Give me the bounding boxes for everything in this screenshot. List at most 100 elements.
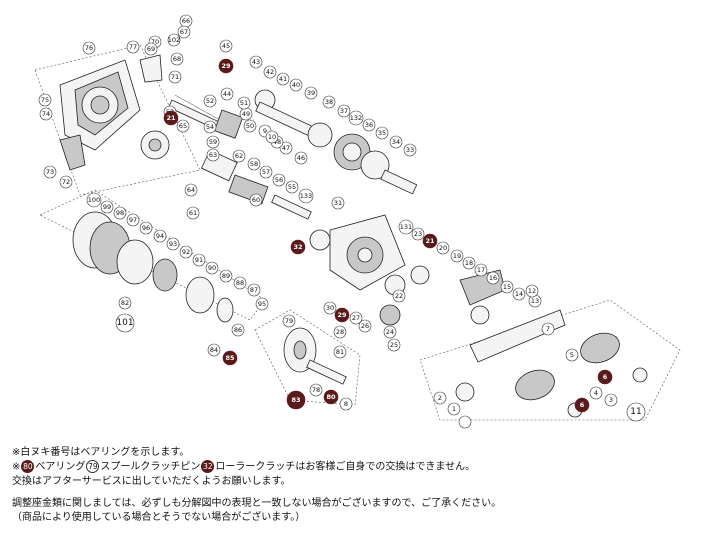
part-label: 30 (326, 304, 334, 312)
part-label: 52 (206, 97, 214, 105)
part-label: 99 (103, 203, 111, 211)
part-label: 3 (609, 396, 613, 404)
note-after-service: 交換はアフターサービスに出していただくようお願いします。 (12, 475, 291, 487)
part-label: 48 (273, 138, 281, 146)
part-label: 69 (147, 45, 155, 53)
part-label: 96 (142, 224, 150, 232)
part-label: 22 (395, 292, 403, 300)
part-label: 64 (187, 186, 195, 194)
part-label: 81 (336, 348, 344, 356)
spool-illustration (72, 211, 234, 323)
clutch-group-outline (254, 309, 361, 406)
part-label: 15 (503, 283, 511, 291)
part-label: 4 (594, 389, 598, 397)
part-label: 98 (116, 209, 124, 217)
part-label: 70 (151, 38, 159, 46)
part-label: 133 (300, 192, 312, 200)
highlighted-part-label: 21 (166, 114, 176, 122)
part-label: 88 (236, 279, 244, 287)
part-label: 42 (266, 68, 274, 76)
part-label: 25 (390, 341, 398, 349)
part-label: 72 (62, 178, 70, 186)
highlighted-part-label: 6 (580, 401, 585, 409)
part-label: 1 (452, 405, 456, 413)
part-label: 27 (352, 314, 360, 322)
highlighted-part-label: 6 (603, 373, 608, 381)
part-label: 73 (46, 168, 54, 176)
part-label: 95 (258, 300, 266, 308)
part-label: 92 (182, 248, 190, 256)
highlighted-part-label: 29 (221, 62, 231, 70)
part-label: 75 (41, 96, 49, 104)
part-label: 12 (528, 287, 536, 295)
part-label: 49 (242, 110, 250, 118)
part-label: 44 (223, 90, 231, 98)
part-label: 13 (531, 297, 539, 305)
part-label: 51 (240, 99, 248, 107)
handle-group-outline (419, 299, 681, 421)
part-label: 55 (288, 183, 296, 191)
note-marker: ※ (12, 461, 21, 473)
part-label: 56 (275, 176, 283, 184)
part-label: 67 (180, 28, 188, 36)
part-label: 86 (234, 326, 242, 334)
part-label: 132 (350, 114, 362, 122)
group-label-101: 101 (116, 318, 133, 328)
part-label: 91 (195, 256, 203, 264)
part-label: 8 (344, 400, 348, 408)
part-label: 26 (361, 322, 369, 330)
note-product-usage: （商品により使用している場合とそうでない場合がございます。） (12, 511, 306, 523)
gear-assembly-illustration (168, 89, 418, 195)
part-label: 19 (453, 252, 461, 260)
part-label: 71 (171, 73, 179, 81)
part-label: 59 (209, 138, 217, 146)
left-frame-illustration (59, 54, 163, 171)
part-label: 46 (297, 154, 305, 162)
part-label: 100 (88, 196, 100, 204)
part-label: 87 (250, 286, 258, 294)
part-label: 77 (129, 43, 137, 51)
part-label: 97 (129, 216, 137, 224)
part-label: 78 (312, 386, 320, 394)
note-bearing-legend: ※白ヌキ番号はベアリングを示します。 (12, 447, 190, 458)
part-label: 58 (250, 160, 258, 168)
highlighted-part-label: 32 (293, 243, 302, 251)
badge-32: 32 (201, 460, 215, 473)
part-label: 76 (85, 44, 93, 52)
part-label: 43 (252, 58, 260, 66)
part-label: 50 (246, 122, 254, 130)
clutch-illustration (283, 327, 347, 385)
part-label: 39 (307, 89, 315, 97)
part-label: 31 (334, 199, 342, 207)
spool-group-outline (39, 189, 266, 321)
part-label: 35 (378, 129, 386, 137)
part-label: 45 (222, 42, 230, 50)
part-label: 34 (392, 138, 400, 146)
highlighted-part-label: 21 (425, 237, 435, 245)
part-label: 33 (406, 146, 414, 154)
highlighted-part-label: 85 (225, 354, 235, 362)
part-label: 102 (168, 36, 180, 44)
part-label: 7 (546, 325, 550, 333)
part-label: 60 (252, 196, 260, 204)
part-label: 38 (325, 98, 333, 106)
note-adjust-washers: 調整座金類に関しましては、必ずしも分解図中の表現と一致しない場合がございますので… (12, 497, 502, 509)
part-label: 23 (414, 230, 422, 238)
part-label: 131 (400, 223, 412, 231)
exploded-parts-diagram: 66 67 76 77 70 69 102 68 71 72 73 74 75 … (34, 14, 681, 429)
note-text-roller-clutch: ローラークラッチはお客様ご自身での交換はできません。 (215, 461, 476, 473)
group-label-11: 11 (630, 407, 641, 417)
part-label: 65 (179, 122, 187, 130)
note-text-bearing: ベアリング (35, 461, 86, 473)
highlighted-part-label: 83 (291, 396, 300, 404)
part-label: 36 (365, 121, 373, 129)
highlighted-part-label: 80 (326, 393, 336, 401)
part-label: 61 (189, 209, 197, 217)
part-label: 93 (169, 240, 177, 248)
part-label: 14 (515, 290, 523, 298)
part-label: 28 (336, 328, 344, 336)
part-label: 5 (570, 351, 574, 359)
part-label: 89 (222, 272, 230, 280)
